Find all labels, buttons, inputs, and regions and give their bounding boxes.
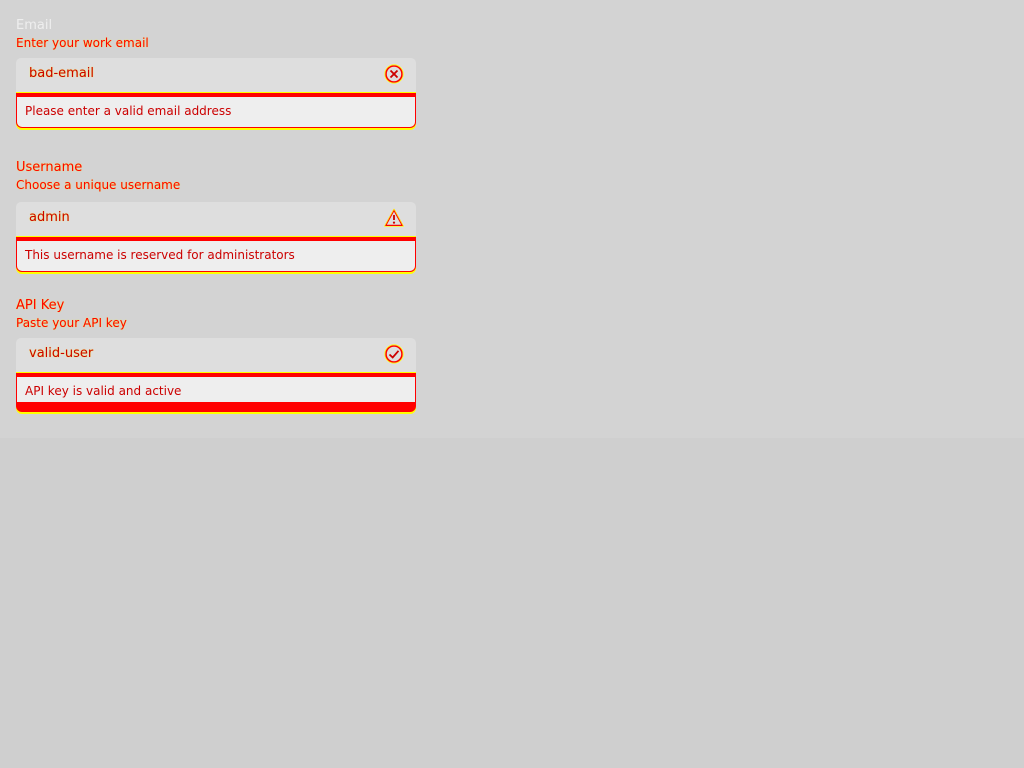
api-key-input[interactable]: valid-user — [16, 338, 416, 372]
email-input-value: bad-email — [29, 66, 95, 81]
username-warning-message: This username is reserved for administra… — [16, 241, 416, 272]
api-key-hint: Paste your API key — [16, 316, 127, 330]
api-key-success-message: API key is valid and active — [16, 377, 416, 412]
error-icon — [384, 64, 404, 84]
api-key-field-group: API Key Paste your API key valid-user AP… — [16, 298, 416, 412]
email-input[interactable]: bad-email — [16, 58, 416, 92]
email-error-message: Please enter a valid email address — [16, 97, 416, 128]
validation-form: Email Enter your work email bad-email Pl… — [16, 18, 416, 412]
username-status-bar — [16, 236, 416, 241]
username-label: Username — [16, 160, 83, 175]
username-input[interactable]: admin — [16, 202, 416, 236]
email-hint: Enter your work email — [16, 36, 149, 50]
api-key-status-bar — [16, 372, 416, 377]
username-input-value: admin — [29, 210, 70, 225]
email-field-group: Email Enter your work email bad-email Pl… — [16, 18, 416, 128]
check-icon — [384, 344, 404, 364]
username-field-group: Username Choose a unique username admin … — [16, 160, 416, 272]
api-key-label: API Key — [16, 298, 65, 313]
warning-icon — [384, 208, 404, 227]
email-status-bar — [16, 92, 416, 97]
email-label: Email — [16, 18, 53, 33]
api-key-input-value: valid-user — [29, 346, 94, 361]
username-hint: Choose a unique username — [16, 178, 181, 192]
